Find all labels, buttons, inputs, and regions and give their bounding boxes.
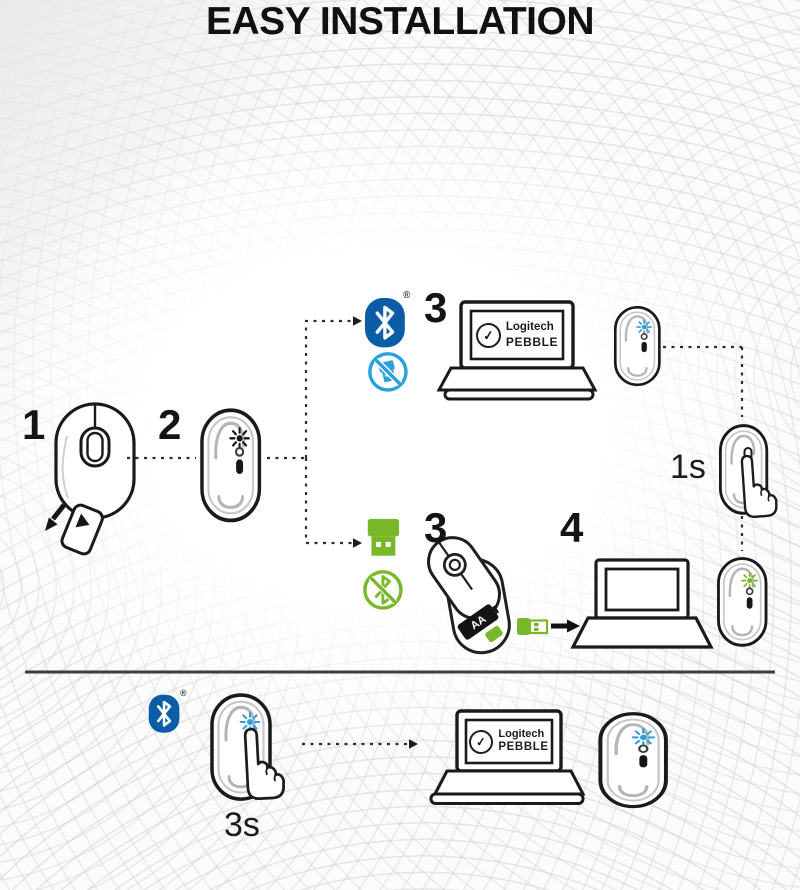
mouse-top-view bbox=[54, 402, 136, 520]
bluetooth-logo-icon-small bbox=[147, 693, 181, 735]
stored-usb-receiver bbox=[485, 625, 503, 643]
mouse-press-3s bbox=[210, 693, 286, 801]
laptop-bluetooth-bottom bbox=[429, 709, 586, 805]
dashed-arrowheads bbox=[353, 316, 418, 749]
usb-receiver-side-icon bbox=[517, 618, 549, 635]
dashed-connectors bbox=[127, 319, 744, 746]
registered-mark: ® bbox=[403, 290, 411, 301]
mouse-open-battery: AA bbox=[427, 536, 511, 655]
press-duration-1s: 1s bbox=[670, 448, 706, 486]
brand-text: Logitech bbox=[505, 321, 554, 334]
step-number-3-usb: 3 bbox=[424, 504, 448, 551]
usb-receiver-removed bbox=[60, 503, 104, 556]
mouse-bottom-blue-led bbox=[613, 305, 661, 387]
remove-arrow bbox=[45, 503, 66, 531]
laptop-screen-label-bottom: ✓ Logitech PEBBLE bbox=[466, 720, 552, 763]
mouse-bottom-green-led bbox=[716, 557, 768, 647]
step-number-4: 4 bbox=[560, 504, 584, 551]
laptop-bluetooth bbox=[436, 300, 598, 401]
aa-battery: AA bbox=[457, 604, 500, 640]
registered-mark-small: ® bbox=[180, 688, 187, 698]
laptop-screen-label: ✓ Logitech PEBBLE bbox=[471, 311, 563, 359]
mouse-bottom-power-on bbox=[200, 408, 262, 523]
model-text: PEBBLE bbox=[498, 741, 549, 754]
step-number-2: 2 bbox=[158, 401, 182, 448]
page-title: EASY INSTALLATION bbox=[205, 0, 595, 43]
usb-receiver-icon bbox=[367, 518, 400, 556]
step-number-3-bluetooth: 3 bbox=[424, 284, 448, 331]
mouse-press-1s bbox=[718, 424, 779, 519]
step-number-1: 1 bbox=[22, 401, 46, 448]
no-usb-receiver-icon bbox=[370, 354, 406, 390]
press-duration-3s: 3s bbox=[224, 806, 260, 844]
insert-arrow bbox=[551, 619, 580, 633]
bluetooth-logo-icon bbox=[363, 296, 407, 350]
check-icon: ✓ bbox=[474, 321, 503, 349]
check-icon: ✓ bbox=[468, 728, 495, 755]
mouse-bottom-blue-led-bottom bbox=[598, 711, 668, 809]
model-text: PEBBLE bbox=[505, 334, 559, 349]
brand-text: Logitech bbox=[498, 728, 545, 741]
laptop-usb bbox=[570, 558, 714, 649]
no-bluetooth-icon bbox=[365, 572, 401, 608]
